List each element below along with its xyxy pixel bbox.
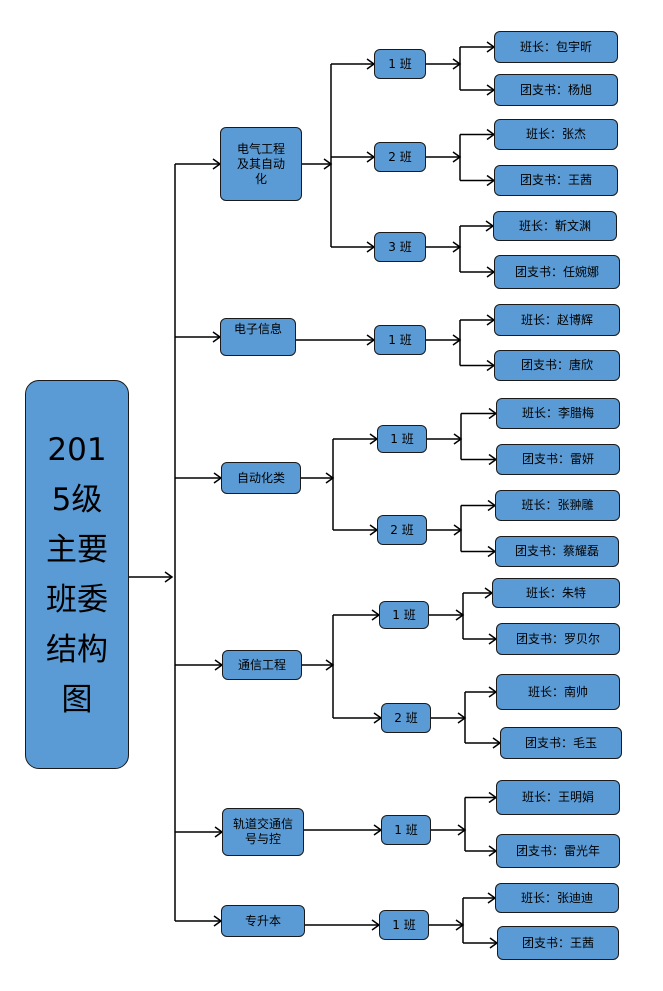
class-node: 3 班 <box>374 232 426 262</box>
league-secretary-node: 团支书：蔡耀磊 <box>495 536 619 567</box>
league-secretary-node-label: 团支书：罗贝尔 <box>515 631 600 646</box>
class-node: 1 班 <box>374 49 426 79</box>
class-node: 2 班 <box>381 703 431 733</box>
root-title: 2015级主要班委结构图 <box>46 431 108 718</box>
league-secretary-node-label: 团支书：唐欣 <box>520 358 593 372</box>
class-monitor-node-label: 班长：李腊梅 <box>521 406 594 420</box>
class-monitor-node: 班长：南帅 <box>496 674 620 710</box>
class-monitor-node: 班长：包宇昕 <box>494 31 618 63</box>
class-node: 1 班 <box>374 325 426 355</box>
class-node-label: 1 班 <box>388 56 412 71</box>
class-node-label: 1 班 <box>392 607 416 622</box>
league-secretary-node-label: 团支书：任婉娜 <box>514 264 599 279</box>
league-secretary-node: 团支书：雷妍 <box>496 444 620 475</box>
major-node: 自动化类 <box>221 462 301 494</box>
major-node: 通信工程 <box>222 650 302 680</box>
league-secretary-node-label: 团支书：杨旭 <box>519 82 592 97</box>
major-node: 电子信息 <box>220 318 296 356</box>
class-monitor-node-label: 班长：王明娟 <box>521 790 594 804</box>
class-node-label: 2 班 <box>388 149 412 164</box>
class-monitor-node-label: 班长：张翀雕 <box>521 498 594 512</box>
class-node: 1 班 <box>381 815 431 845</box>
class-node-label: 1 班 <box>390 431 414 446</box>
league-secretary-node-label: 团支书：雷妍 <box>521 452 594 466</box>
class-monitor-node: 班长：靳文渊 <box>493 211 617 241</box>
class-monitor-node-label: 班长：赵博辉 <box>520 312 593 327</box>
class-node: 1 班 <box>379 601 429 629</box>
league-secretary-node: 团支书：毛玉 <box>500 727 622 759</box>
class-monitor-node-label: 班长：张迪迪 <box>520 890 593 905</box>
class-monitor-node-label: 班长：南帅 <box>527 684 588 699</box>
class-node: 1 班 <box>377 425 427 453</box>
league-secretary-node: 团支书：王茜 <box>494 165 618 196</box>
class-monitor-node-label: 班长：靳文渊 <box>518 218 591 233</box>
league-secretary-node-label: 团支书：毛玉 <box>524 735 597 750</box>
class-node-label: 2 班 <box>390 522 414 537</box>
major-node-label: 轨道交通信号与控 <box>233 817 294 846</box>
league-secretary-node: 团支书：任婉娜 <box>494 255 620 289</box>
class-monitor-node: 班长：张翀雕 <box>495 490 620 521</box>
class-monitor-node: 班长：王明娟 <box>496 780 620 815</box>
league-secretary-node: 团支书：雷光年 <box>496 834 620 868</box>
class-monitor-node-label: 班长：朱特 <box>525 585 586 600</box>
class-node-label: 1 班 <box>388 332 412 347</box>
league-secretary-node-label: 团支书：雷光年 <box>515 843 600 858</box>
class-node-label: 2 班 <box>394 710 418 725</box>
league-secretary-node: 团支书：罗贝尔 <box>496 623 620 655</box>
class-monitor-node: 班长：张迪迪 <box>495 883 619 913</box>
class-monitor-node-label: 班长：张杰 <box>525 127 586 141</box>
league-secretary-node-label: 团支书：王茜 <box>521 935 594 950</box>
class-monitor-node-label: 班长：包宇昕 <box>519 39 592 54</box>
major-node: 轨道交通信号与控 <box>222 808 304 856</box>
league-secretary-node: 团支书：唐欣 <box>494 350 620 381</box>
root-title-box: 2015级主要班委结构图 <box>25 380 129 769</box>
major-node: 专升本 <box>221 905 305 937</box>
major-node-label: 电子信息 <box>233 322 282 336</box>
major-node-label: 自动化类 <box>236 470 285 485</box>
class-node-label: 1 班 <box>394 822 418 837</box>
class-node: 2 班 <box>374 142 426 172</box>
class-node-label: 1 班 <box>392 917 416 932</box>
major-node: 电气工程及其自动化 <box>220 127 302 201</box>
league-secretary-node-label: 团支书：王茜 <box>519 173 592 187</box>
class-monitor-node: 班长：张杰 <box>494 119 618 150</box>
major-node-label: 通信工程 <box>237 657 286 672</box>
league-secretary-node-label: 团支书：蔡耀磊 <box>514 544 599 558</box>
arrow-head <box>164 571 174 583</box>
league-secretary-node: 团支书：杨旭 <box>494 74 618 106</box>
major-node-label: 专升本 <box>244 913 281 928</box>
major-node-label: 电气工程及其自动化 <box>236 141 285 186</box>
class-node: 1 班 <box>379 910 429 940</box>
league-secretary-node: 团支书：王茜 <box>497 926 619 960</box>
class-monitor-node: 班长：李腊梅 <box>496 398 620 429</box>
class-monitor-node: 班长：赵博辉 <box>494 304 620 336</box>
class-node: 2 班 <box>377 515 427 545</box>
class-node-label: 3 班 <box>388 239 412 254</box>
class-monitor-node: 班长：朱特 <box>492 578 620 608</box>
